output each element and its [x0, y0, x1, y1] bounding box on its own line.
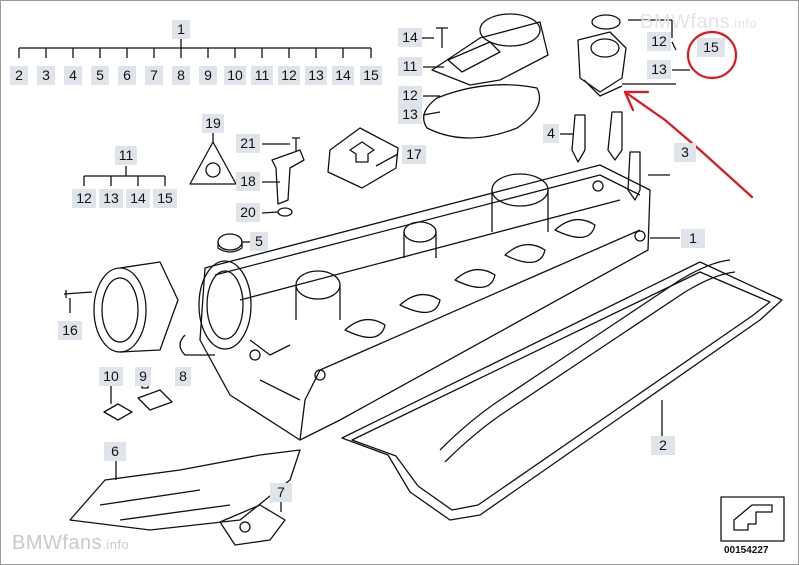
bracket-item-11 — [83, 166, 166, 186]
callout-1-right: 1 — [681, 229, 705, 248]
callout-19: 19 — [202, 114, 224, 133]
warning-label — [189, 141, 237, 185]
callout-16: 16 — [58, 321, 82, 340]
bracket-item-1 — [18, 38, 372, 58]
oil-filler-cap — [327, 127, 399, 189]
cover-gasket — [341, 259, 783, 521]
catalog-number: 00154227 — [724, 545, 769, 556]
callout-7: 7 — [145, 66, 163, 85]
callout-2-gasket: 2 — [651, 436, 675, 455]
callout-13-top: 13 — [398, 105, 422, 124]
callout-15-left: 15 — [153, 189, 177, 208]
callout-17: 17 — [402, 145, 426, 164]
callout-20: 20 — [236, 203, 260, 222]
callout-8-clip: 8 — [175, 367, 191, 386]
callout-4-sensor: 4 — [543, 124, 559, 143]
callout-21: 21 — [236, 134, 260, 153]
bolt-16 — [63, 290, 93, 298]
watermark-bottom-brand: BMWfans — [12, 532, 103, 554]
callout-11: 11 — [251, 66, 273, 85]
callout-4: 4 — [64, 66, 82, 85]
callout-13: 13 — [305, 66, 327, 85]
leader-lines — [69, 19, 690, 512]
callout-15: 15 — [360, 66, 382, 85]
clip-10 — [103, 403, 133, 421]
callout-11-top: 11 — [398, 57, 422, 76]
callout-9-clip: 9 — [135, 367, 151, 386]
callout-1-top: 1 — [172, 20, 190, 39]
callout-3: 3 — [37, 66, 55, 85]
callout-10-clip: 10 — [99, 367, 123, 386]
callout-14-top: 14 — [398, 28, 422, 47]
callout-13-right: 13 — [647, 60, 671, 79]
catalog-direction-box — [720, 496, 785, 542]
red-annotation — [623, 30, 754, 199]
callout-2: 2 — [10, 66, 28, 85]
callout-14: 14 — [332, 66, 354, 85]
callout-5: 5 — [91, 66, 109, 85]
solenoid-valve — [577, 14, 627, 97]
callout-10: 10 — [224, 66, 246, 85]
watermark-top: BMWfans.info — [640, 11, 757, 34]
heat-shield — [69, 449, 301, 531]
callout-8: 8 — [172, 66, 190, 85]
callout-9: 9 — [199, 66, 217, 85]
callout-7-bracket: 7 — [270, 483, 292, 502]
temp-sensor-4 — [571, 114, 586, 163]
camshaft-sensor — [271, 137, 305, 217]
plug-part-5 — [217, 233, 243, 253]
watermark-bottom-suffix: .info — [102, 537, 130, 552]
callout-12-top: 12 — [398, 86, 422, 105]
bracket-part-7 — [219, 504, 286, 546]
callout-11-left: 11 — [115, 146, 137, 165]
callout-6-shield: 6 — [104, 442, 126, 461]
callout-12: 12 — [278, 66, 300, 85]
callout-12-left: 12 — [72, 189, 96, 208]
temp-sensor-3 — [607, 111, 641, 201]
callout-3-sensor: 3 — [674, 143, 696, 162]
callout-12-right: 12 — [647, 32, 671, 51]
throttle-housing — [93, 260, 252, 356]
callout-14-left: 14 — [126, 189, 150, 208]
cylinder-head-cover — [199, 164, 651, 441]
watermark-bottom: BMWfans.info — [12, 532, 129, 555]
callout-18: 18 — [236, 172, 260, 191]
callout-13-left: 13 — [99, 189, 123, 208]
callout-6: 6 — [118, 66, 136, 85]
callout-15-right: 15 — [697, 38, 725, 57]
callout-5-plug: 5 — [250, 232, 268, 251]
watermark-top-brand: BMWfans — [640, 11, 731, 33]
vanos-cover-assembly — [423, 13, 549, 139]
watermark-top-suffix: .info — [730, 16, 758, 31]
